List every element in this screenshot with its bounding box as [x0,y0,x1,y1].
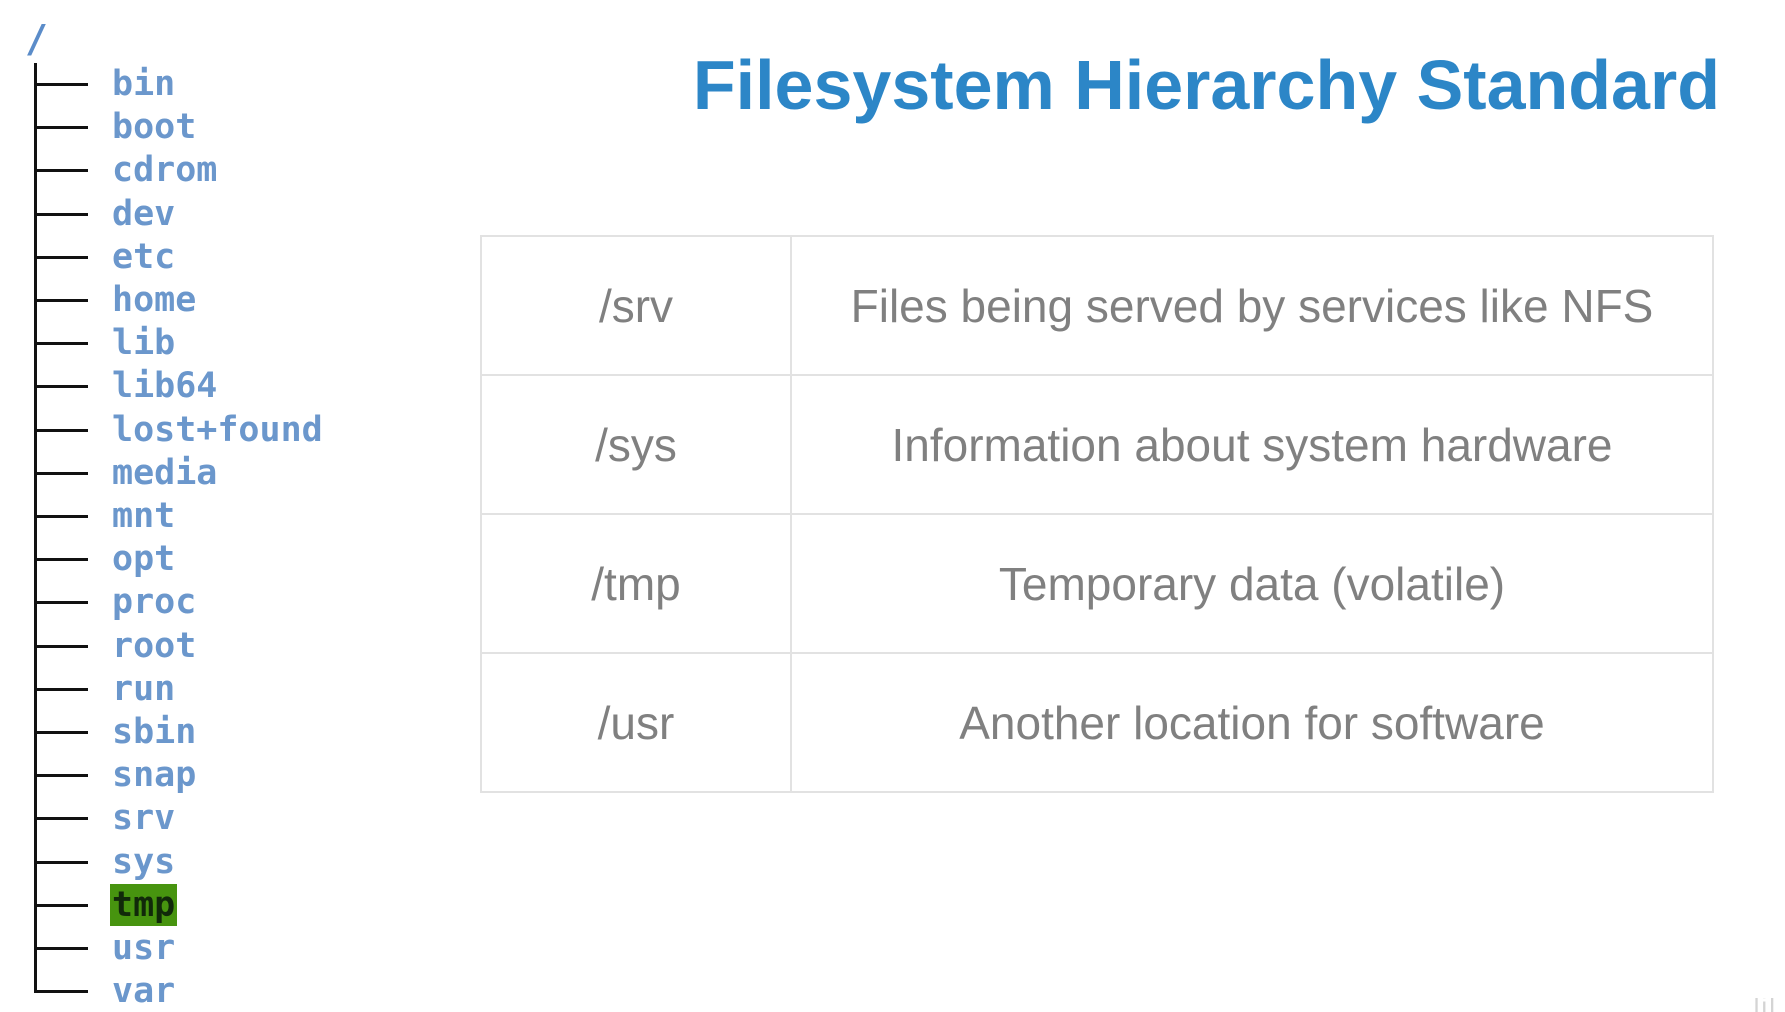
tree-branch-line [34,255,88,259]
table-row: /usr Another location for software [480,652,1714,793]
tree-item-snap: snap [112,755,197,796]
tree-item-lost-found: lost+found [112,409,323,450]
tree-branch-line [34,817,88,821]
directory-name: /sys [480,374,792,515]
directory-description: Another location for software [790,652,1714,793]
tree-item-sys: sys [112,841,176,882]
directory-name: /usr [480,652,792,793]
directory-description: Files being served by services like NFS [790,235,1714,376]
tree-trunk-line [34,63,37,993]
tree-branch-line [34,515,88,518]
tree-item-var: var [112,971,176,1012]
tree-branch-line [34,644,88,648]
tree-item-opt: opt [112,539,176,580]
tree-branch-line [34,601,88,605]
tree-branch-line [34,212,88,216]
tree-item-root: root [112,625,197,666]
tree-item-lib64: lib64 [112,366,218,407]
tree-item-dev: dev [112,193,176,234]
tree-item-run: run [112,668,176,709]
tree-item-cdrom: cdrom [112,150,218,191]
tree-branch-line [34,687,88,691]
tree-branch-line [34,342,88,346]
tree-item-bin: bin [112,64,176,104]
directory-name: /tmp [480,513,792,654]
tree-item-tmp: tmp [110,883,178,926]
tree-item-etc: etc [112,236,176,277]
tree-branch-line [34,299,88,302]
tree-branch-line [34,860,88,864]
tree-branch-line [34,731,88,734]
tree-item-boot: boot [112,107,197,148]
directory-description: Information about system hardware [790,374,1714,515]
tree-item-usr: usr [112,928,176,968]
tree-item-media: media [112,452,218,493]
tree-branch-line [34,428,88,432]
directory-table: /srv Files being served by services like… [480,235,1714,793]
tree-item-sbin: sbin [112,712,197,752]
table-row: /srv Files being served by services like… [480,235,1714,376]
tree-item-mnt: mnt [112,496,176,536]
tree-branch-line [34,903,88,907]
watermark-logo: lil [1754,998,1777,1012]
tree-branch-line [34,83,88,86]
table-row: /sys Information about system hardware [480,374,1714,515]
directory-description: Temporary data (volatile) [790,513,1714,654]
directory-name: /srv [480,235,792,376]
tree-item-proc: proc [112,582,197,623]
tree-branch-line [34,126,88,130]
tree-branch-line [34,990,88,994]
tree-branch-line [34,558,88,562]
tree-root-label: / [25,17,48,61]
page-title: Filesystem Hierarchy Standard [692,46,1720,124]
table-row: /tmp Temporary data (volatile) [480,513,1714,654]
tree-branch-line [34,774,88,778]
tree-branch-line [34,385,88,389]
tree-item-srv: srv [112,798,176,839]
tree-item-lib: lib [112,323,176,364]
tree-item-home: home [112,280,197,320]
tree-branch-line [34,169,88,173]
tree-branch-line [34,947,88,950]
tree-branch-line [34,471,88,475]
